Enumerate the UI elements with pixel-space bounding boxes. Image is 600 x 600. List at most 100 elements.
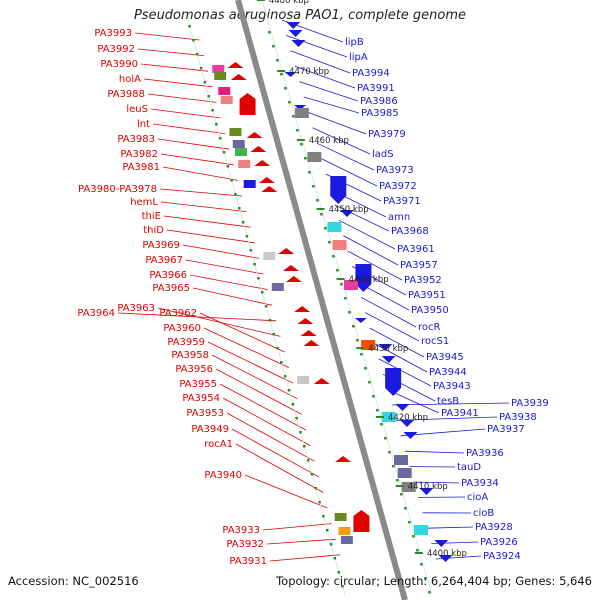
track-tick	[234, 193, 237, 196]
track-tick	[215, 123, 218, 126]
gene-arrow	[385, 368, 402, 396]
gene-label-pa3936: PA3936	[466, 448, 504, 459]
gene-label-pa3972: PA3972	[379, 181, 417, 192]
track-tick	[280, 361, 283, 364]
gene-label-pa3961: PA3961	[397, 244, 435, 255]
track-tick	[388, 451, 391, 454]
label-connector	[396, 416, 498, 421]
gene-arrow	[354, 318, 367, 323]
track-tick	[318, 501, 321, 504]
gene-box	[361, 340, 376, 350]
gene-labels: PA3993PA3992PA3990holAPA3988leuSlntPA398…	[77, 28, 548, 567]
label-connector	[152, 123, 226, 134]
track-tick	[299, 431, 302, 434]
gene-arrow	[254, 160, 271, 166]
track-tick	[196, 53, 199, 56]
track-tick	[329, 543, 333, 546]
gene-box	[232, 140, 245, 148]
right-track-guide	[261, 0, 433, 596]
label-connector	[222, 397, 311, 446]
gene-label-roca1: rocA1	[204, 439, 233, 450]
gene-label-pa3957: PA3957	[400, 260, 438, 271]
label-connector	[189, 274, 268, 290]
track-tick	[260, 291, 264, 294]
gene-box	[397, 468, 412, 478]
label-connector	[299, 81, 359, 102]
track-tick	[284, 87, 287, 90]
track-tick	[292, 115, 295, 118]
gene-label-pa3937: PA3937	[487, 424, 525, 435]
track-tick	[352, 325, 355, 328]
gene-box	[238, 160, 251, 168]
gene-box	[414, 525, 428, 535]
track-tick	[336, 269, 339, 272]
label-connector	[211, 354, 298, 400]
gene-label-pa3941: PA3941	[441, 408, 479, 419]
kbp-label: 4470 kbp	[289, 67, 329, 77]
label-connector	[269, 554, 341, 562]
track-tick	[291, 403, 295, 406]
gene-label-thie: thiE	[142, 211, 161, 222]
track-tick	[320, 213, 323, 216]
map-title: Pseudomonas aeruginosa PAO1, complete ge…	[133, 8, 467, 23]
gene-box	[271, 283, 284, 291]
track-tick	[316, 199, 319, 202]
track-tick	[341, 585, 344, 588]
track-tick	[188, 25, 191, 28]
gene-arrow	[353, 510, 370, 532]
kbp-label: 4410 kbp	[408, 482, 448, 492]
gene-label-pa3980-pa3978: PA3980-PA3978	[78, 184, 157, 195]
track-tick	[340, 283, 343, 286]
gene-label-pa3949: PA3949	[191, 424, 229, 435]
gene-arrow	[239, 93, 256, 115]
track-tick	[272, 45, 275, 48]
label-connector	[262, 523, 332, 531]
gene-label-pa3926: PA3926	[480, 537, 518, 548]
label-connector	[303, 96, 360, 114]
kbp-label: 4460 kbp	[309, 136, 349, 146]
gene-label-cioa: cioA	[467, 492, 488, 503]
track-tick	[332, 255, 335, 258]
gene-label-pa3955: PA3955	[179, 379, 217, 390]
gene-label-pa3981: PA3981	[122, 162, 160, 173]
track-tick	[404, 507, 407, 510]
gene-label-pa3985: PA3985	[361, 108, 399, 119]
label-connector	[404, 450, 465, 454]
gene-label-pa3960: PA3960	[163, 323, 201, 334]
gene-label-pa3939: PA3939	[511, 398, 549, 409]
gene-arrow	[278, 248, 295, 254]
gene-label-pa3938: PA3938	[499, 412, 537, 423]
gene-label-tesb: tesB	[437, 396, 459, 407]
gene-arrow	[246, 132, 263, 138]
kbp-label: 4480 kbp	[269, 0, 309, 6]
gene-label-pa3979: PA3979	[368, 129, 406, 140]
gene-box	[220, 96, 233, 104]
label-connector	[215, 368, 302, 415]
gene-label-pa3965: PA3965	[152, 283, 190, 294]
track-tick	[288, 101, 291, 104]
gene-box	[340, 536, 353, 544]
track-tick	[296, 129, 299, 132]
track-tick	[322, 515, 325, 518]
track-tick	[380, 423, 383, 426]
gene-arrow	[300, 330, 317, 336]
gene-label-pa3964: PA3964	[77, 308, 115, 319]
track-tick	[268, 319, 272, 322]
gene-arrow	[297, 318, 314, 324]
track-tick	[226, 165, 230, 168]
gene-label-pa3940: PA3940	[204, 470, 242, 481]
gene-arrow	[261, 186, 278, 192]
gene-arrow	[284, 72, 297, 77]
label-connector	[266, 538, 336, 545]
track-tick	[412, 535, 415, 538]
track-tick	[408, 521, 411, 524]
gene-arrow	[335, 456, 352, 462]
track-tick	[310, 473, 314, 476]
gene-arrow	[250, 146, 267, 152]
genome-summary: Topology: circular; Length: 6,264,404 bp…	[276, 574, 592, 588]
track-tick	[192, 39, 195, 42]
track-tick	[203, 81, 207, 84]
label-connector	[143, 78, 213, 88]
gene-label-pa3983: PA3983	[117, 134, 155, 145]
